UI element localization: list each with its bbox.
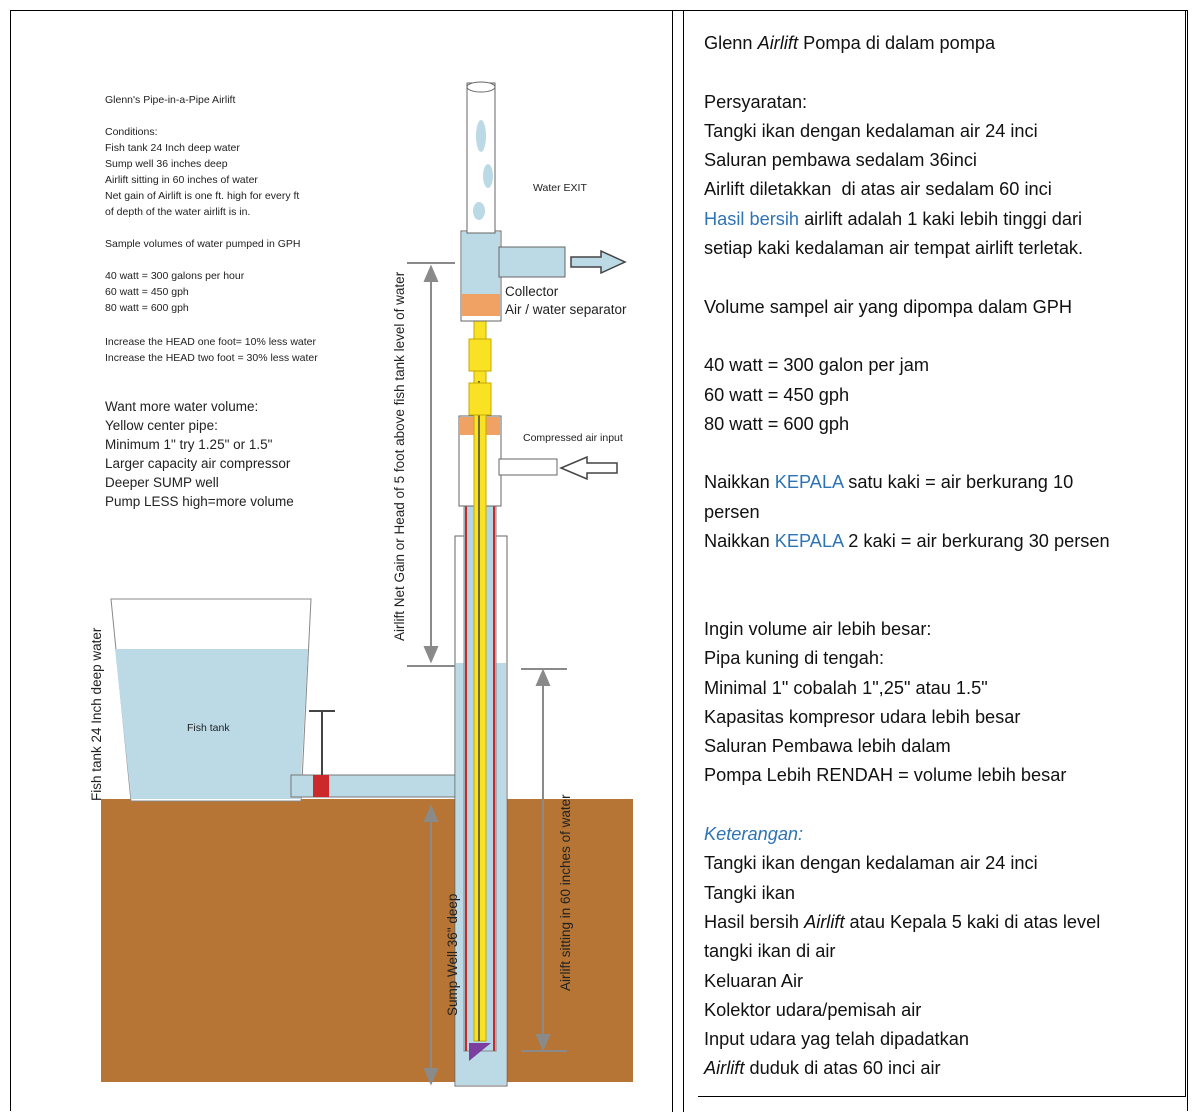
condition-line: Fish tank 24 Inch deep water — [105, 142, 240, 154]
exit-pipe — [498, 246, 566, 278]
spacer — [704, 791, 1172, 820]
condition-line: Sump well 36 inches deep — [105, 158, 228, 170]
collector-bottom — [462, 294, 500, 316]
airlift-diagram: Glenn's Pipe-in-a-Pipe Airlift Condition… — [89, 81, 633, 1087]
text-line: setiap kaki kedalaman air tempat airlift… — [704, 238, 1084, 259]
text-line: Input udara yag telah dipadatkan — [704, 1029, 969, 1050]
water-exit-arrow — [570, 249, 627, 275]
compressed-air-arrow — [559, 455, 618, 481]
sample-line: 60 watt = 450 gph — [105, 286, 189, 298]
sample-line: 80 watt = 600 gph — [105, 302, 189, 314]
separator-label: Air / water separator — [505, 302, 627, 317]
diagram-panel: Glenn's Pipe-in-a-Pipe Airlift Condition… — [11, 11, 673, 1112]
spacer — [704, 586, 1172, 615]
text-line: Tangki ikan dengan kedalaman air 24 inci — [704, 853, 1038, 874]
bubble — [476, 120, 486, 152]
condition-line: Airlift sitting in 60 inches of water — [105, 174, 258, 186]
yellow-coupling-1 — [468, 338, 492, 372]
text-line: Airlift duduk di atas 60 inci air — [704, 1058, 941, 1079]
spacer — [704, 439, 1172, 468]
tube-top-rim — [466, 81, 496, 93]
bubble — [473, 202, 485, 220]
text-line: tangki ikan di air — [704, 941, 836, 962]
text-line: 40 watt = 300 galon per jam — [704, 355, 929, 376]
spacer — [704, 322, 1172, 351]
translation-box — [698, 11, 1186, 1097]
condition-line: of depth of the water airlift is in. — [105, 206, 250, 218]
text-line: Ingin volume air lebih besar: — [704, 618, 932, 639]
fish-tank-depth-label: Fish tank 24 Inch deep water — [89, 627, 104, 801]
water-exit-label: Water EXIT — [533, 182, 587, 194]
sump-well-label: Sump Well 36" deep — [445, 894, 460, 1016]
text-line: Volume sampel air yang dipompa dalam GPH — [704, 296, 1072, 317]
translation-text: Glenn Airlift Pompa di dalam pompa Persy… — [704, 29, 1172, 1084]
sump-dimension — [423, 804, 439, 1086]
text-line: Keluaran Air — [704, 970, 804, 991]
text-line: 60 watt = 450 gph — [704, 384, 850, 405]
net-gain-label: Airlift Net Gain or Head of 5 foot above… — [392, 271, 407, 641]
text-line: Hasil bersih airlift adalah 1 kaki lebih… — [704, 208, 1083, 229]
spacer — [704, 58, 1172, 87]
bubble — [483, 164, 493, 188]
translation-panel: Glenn Airlift Pompa di dalam pompa Persy… — [683, 11, 1189, 1112]
head-note: Increase the HEAD one foot= 10% less wat… — [105, 336, 316, 348]
collector-water — [462, 232, 500, 294]
page-frame: Glenn's Pipe-in-a-Pipe Airlift Condition… — [10, 10, 1189, 1112]
text-line: Naikkan KEPALA 2 kaki = air berkurang 30… — [704, 531, 1110, 552]
airlift-sitting-label: Airlift sitting in 60 inches of water — [558, 794, 573, 991]
net-gain-dimension — [407, 262, 455, 667]
want-more-line: Yellow center pipe: — [105, 418, 218, 433]
fish-tank-label: Fish tank — [187, 722, 230, 734]
compressed-air-label: Compressed air input — [523, 432, 623, 444]
airlift-foot — [469, 1043, 491, 1061]
collector-label: Collector — [505, 284, 559, 299]
sample-heading: Sample volumes of water pumped in GPH — [105, 238, 301, 250]
text-line: Keterangan: — [704, 824, 804, 845]
ground — [101, 799, 633, 1082]
sample-line: 40 watt = 300 galons per hour — [105, 270, 245, 282]
valve-body — [313, 775, 329, 797]
head-note: Increase the HEAD two foot = 30% less wa… — [105, 352, 318, 364]
spacer — [704, 263, 1172, 292]
text-line: Airlift diletakkan di atas air sedalam 6… — [704, 179, 1052, 200]
spacer — [704, 556, 1172, 585]
airlift-sitting-dimension — [521, 668, 567, 1052]
text-line: Pompa Lebih RENDAH = volume lebih besar — [704, 765, 1067, 786]
text-line: persen — [704, 501, 760, 522]
fish-tank-water — [115, 649, 308, 799]
text-line: Persyaratan: — [704, 91, 808, 112]
want-more-line: Minimum 1" try 1.25" or 1.5" — [105, 437, 273, 452]
text-line: Hasil bersih Airlift atau Kepala 5 kaki … — [704, 911, 1101, 932]
text-line: Pipa kuning di tengah: — [704, 648, 884, 669]
text-line: Tangki ikan dengan kedalaman air 24 inci — [704, 120, 1038, 141]
yellow-coupling-2 — [468, 382, 492, 416]
text-line: Glenn Airlift Pompa di dalam pompa — [704, 33, 996, 53]
want-more-line: Pump LESS high=more volume — [105, 494, 294, 509]
text-line: Saluran pembawa sedalam 36inci — [704, 150, 977, 171]
text-line: Tangki ikan — [704, 882, 795, 903]
want-more-line: Deeper SUMP well — [105, 475, 219, 490]
want-more-line: Larger capacity air compressor — [105, 456, 291, 471]
text-line: Kolektor udara/pemisah air — [704, 999, 922, 1020]
text-line: Kapasitas kompresor udara lebih besar — [704, 706, 1021, 727]
condition-line: Net gain of Airlift is one ft. high for … — [105, 190, 299, 202]
want-more-line: Want more water volume: — [105, 399, 258, 414]
text-line: 80 watt = 600 gph — [704, 413, 850, 434]
air-input-pipe — [498, 458, 558, 476]
text-line: Saluran Pembawa lebih dalam — [704, 736, 951, 757]
text-line: Naikkan KEPALA satu kaki = air berkurang… — [704, 472, 1074, 493]
diagram-title: Glenn's Pipe-in-a-Pipe Airlift — [105, 94, 235, 106]
conditions-heading: Conditions: — [105, 126, 158, 138]
text-line: Minimal 1" cobalah 1",25" atau 1.5" — [704, 677, 988, 698]
